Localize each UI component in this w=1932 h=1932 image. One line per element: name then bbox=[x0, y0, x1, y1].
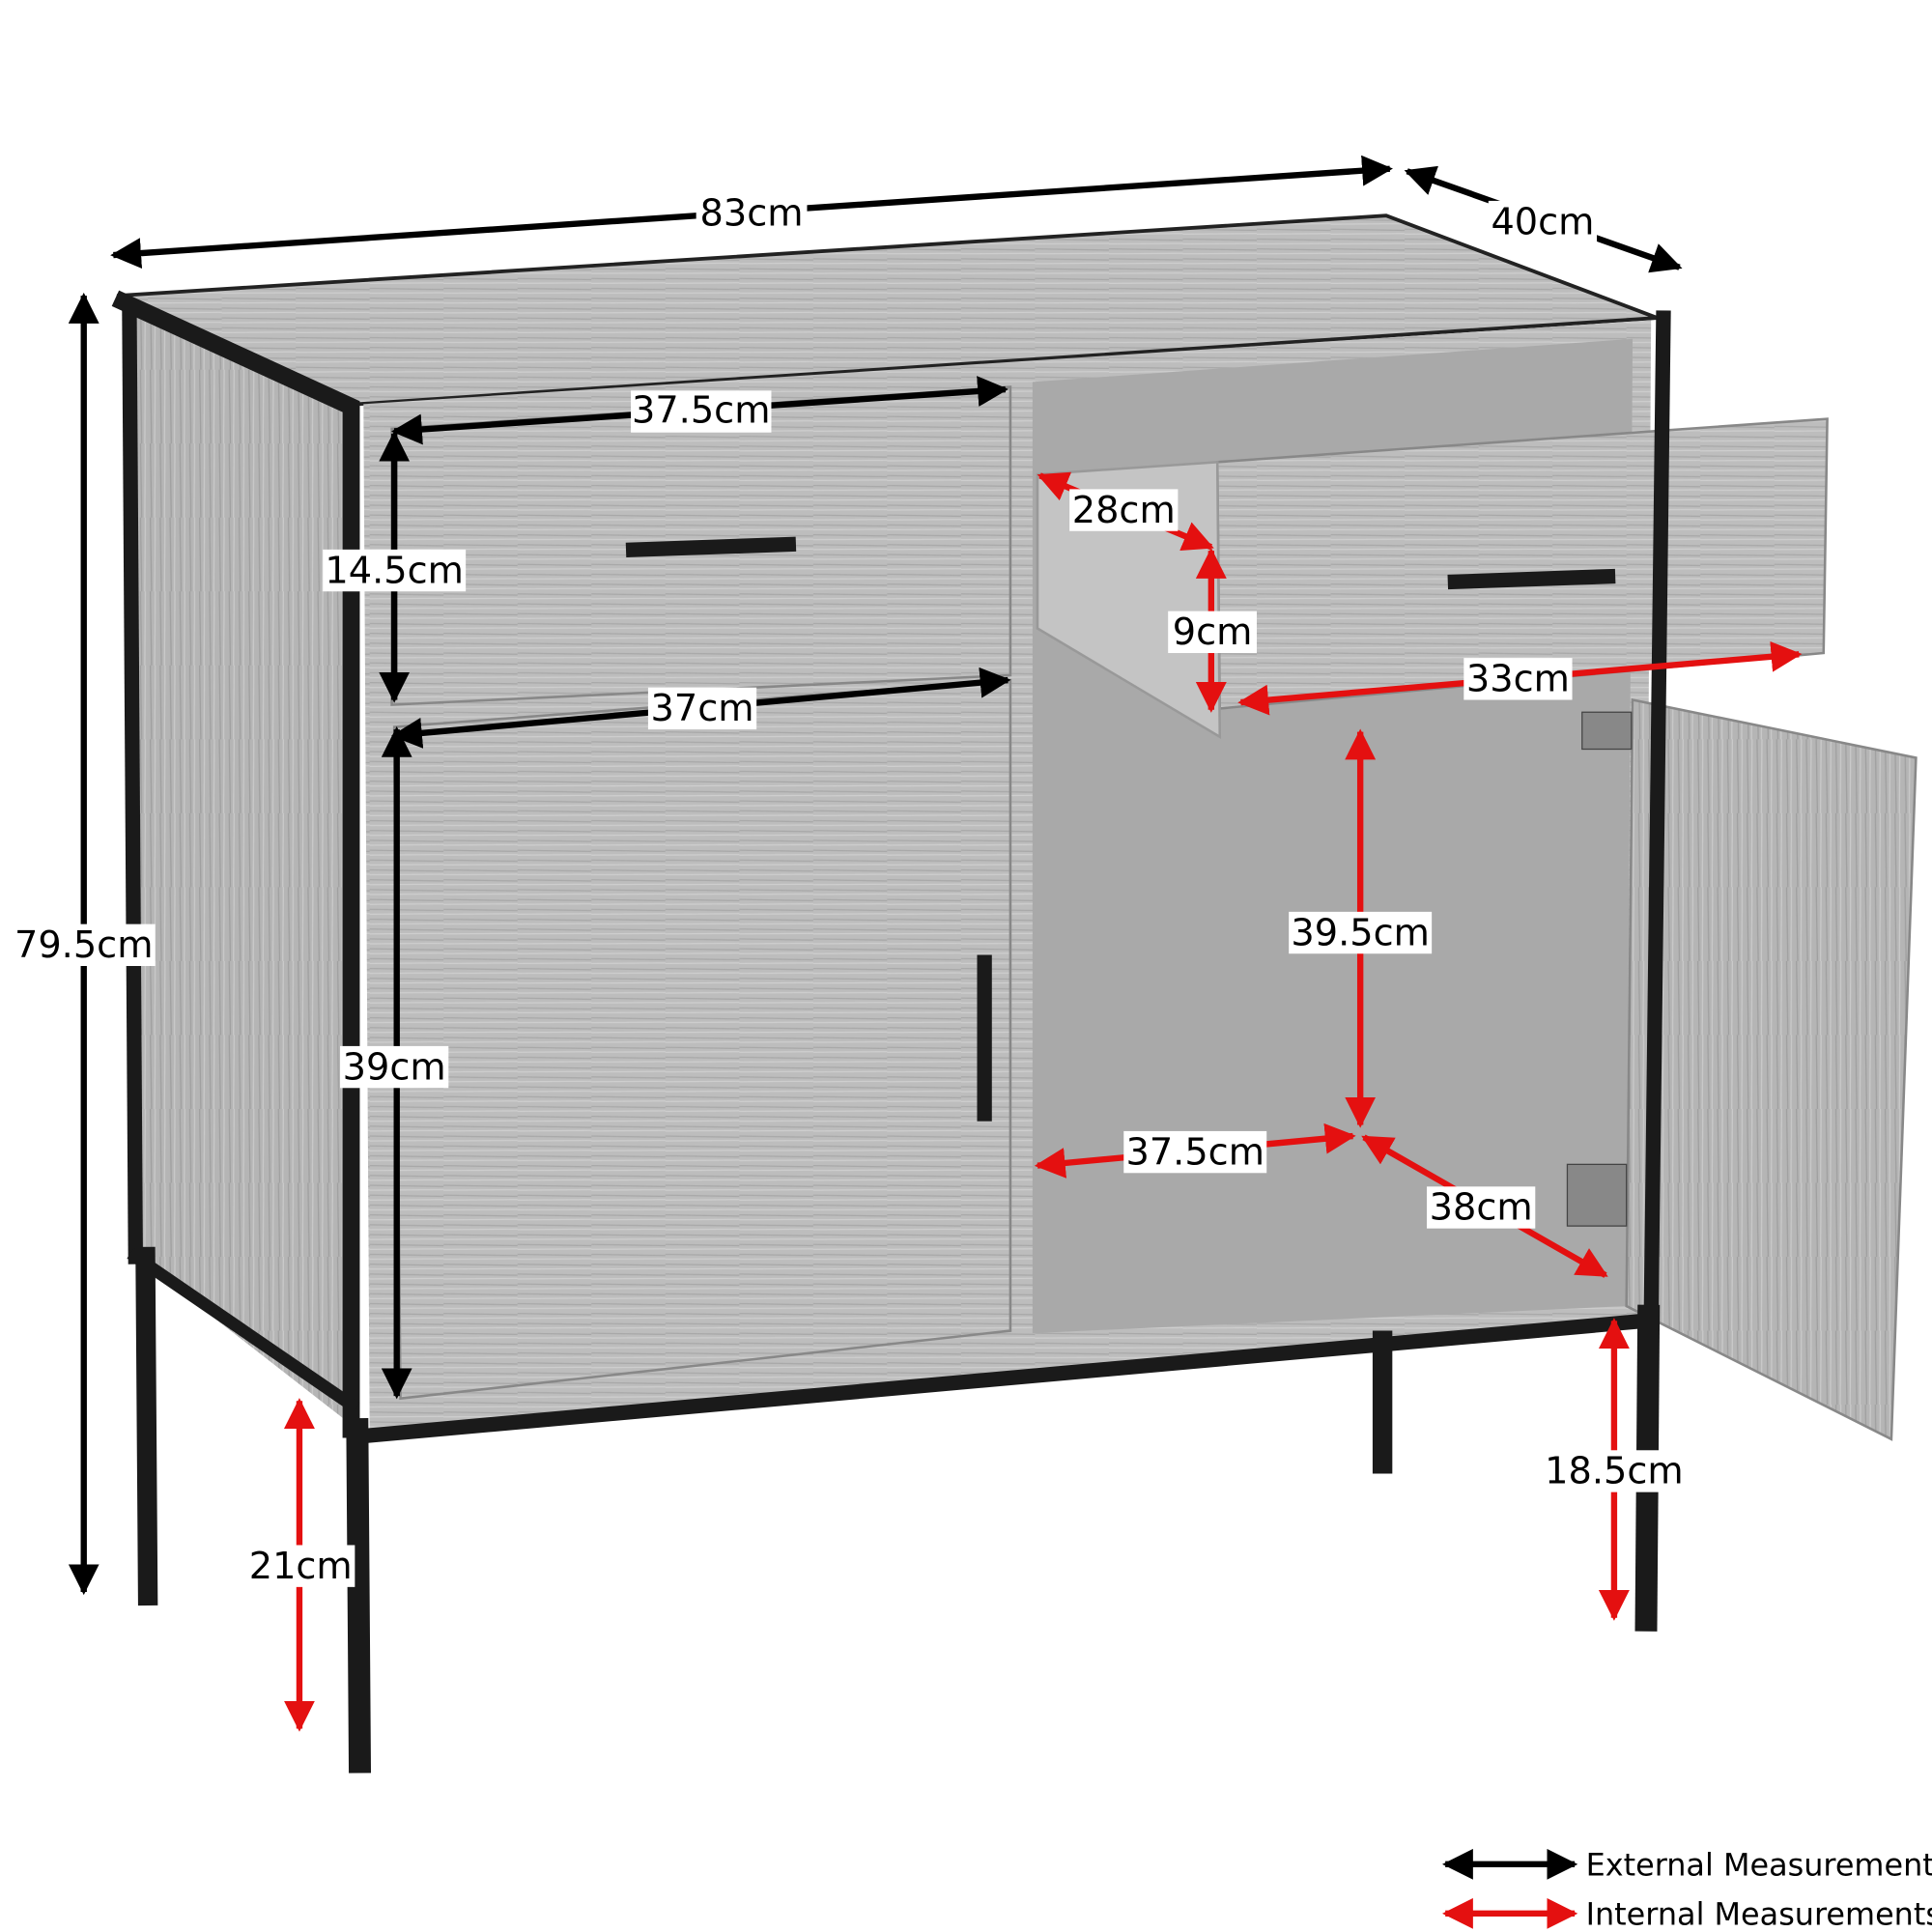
drawer-handle-left bbox=[625, 536, 797, 558]
label-drawer-height: 9cm bbox=[1173, 611, 1253, 654]
label-right-leg-clearance: 18.5cm bbox=[1545, 1450, 1683, 1493]
cabinet-side bbox=[128, 307, 357, 1430]
hinge-top bbox=[1581, 711, 1633, 751]
legend: External Measurements Internal Measureme… bbox=[1441, 1846, 1932, 1932]
label-drawer-depth: 28cm bbox=[1072, 489, 1176, 532]
door-left bbox=[392, 678, 1012, 1401]
label-door-width: 37cm bbox=[651, 687, 754, 730]
drawer-handle-right bbox=[1447, 568, 1616, 590]
label-cupboard-depth: 38cm bbox=[1430, 1186, 1533, 1230]
label-width: 83cm bbox=[700, 191, 804, 235]
label-height: 79.5cm bbox=[14, 923, 153, 967]
label-depth: 40cm bbox=[1491, 200, 1594, 243]
metal-frame bbox=[111, 290, 1671, 1774]
label-top-drawer-height: 14.5cm bbox=[325, 549, 463, 592]
legend-internal-label: Internal Measurements bbox=[1586, 1895, 1932, 1932]
measurement-labels: 83cm 40cm 79.5cm 37.5cm 14.5cm 37cm 39cm bbox=[12, 190, 1686, 1588]
label-cupboard-width: 37.5cm bbox=[1126, 1130, 1264, 1174]
label-left-leg-clearance: 21cm bbox=[249, 1545, 353, 1588]
label-cupboard-height: 39.5cm bbox=[1291, 911, 1429, 954]
legend-external-label: External Measurements bbox=[1586, 1846, 1932, 1883]
label-drawer-width: 33cm bbox=[1466, 658, 1570, 701]
door-right-open bbox=[1625, 697, 1918, 1441]
hinge-bottom bbox=[1566, 1163, 1628, 1227]
door-handle-left bbox=[977, 954, 992, 1122]
label-door-height: 39cm bbox=[343, 1045, 446, 1089]
label-top-drawer-width: 37.5cm bbox=[632, 389, 770, 433]
sideboard bbox=[111, 213, 1918, 1774]
